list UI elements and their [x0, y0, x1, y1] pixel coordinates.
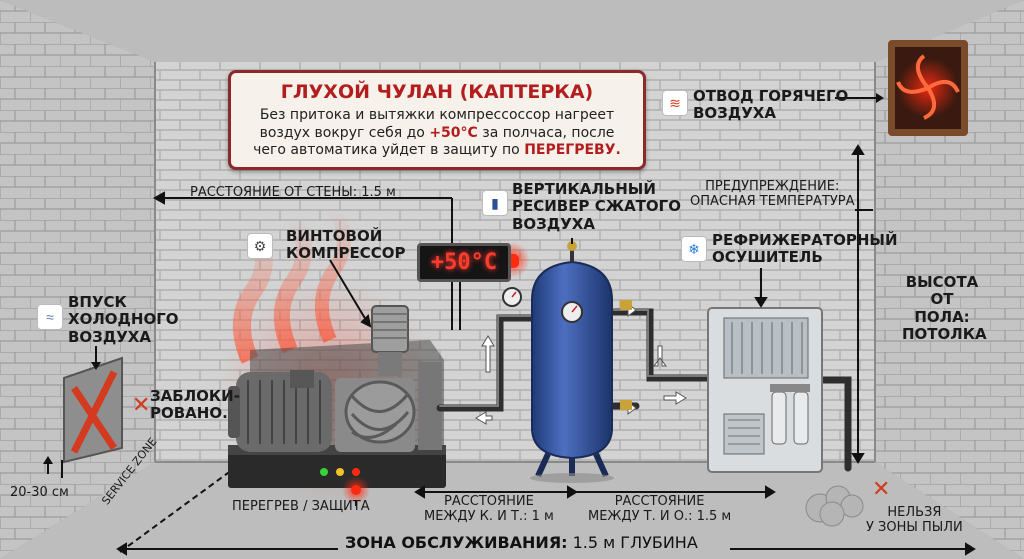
warning-line-2: ОПАСНАЯ ТЕМПЕРАТУРА	[690, 193, 855, 209]
distance-kt-label: РАССТОЯНИЕ МЕЖДУ К. И Т.: 1 м	[424, 494, 554, 525]
dryer-line-2: ОСУШИТЕЛЬ	[712, 248, 823, 267]
height-label: ВЫСОТА ОТ ПОЛА: ПОТОЛКА	[902, 273, 987, 343]
callout-description: Без притока и вытяжки компрессоссор нагр…	[243, 107, 631, 160]
dust-line-1: НЕЛЬЗЯ	[887, 505, 942, 520]
callout-line-2b: за полчаса, после	[477, 124, 615, 141]
receiver-line-1: ВЕРТИКАЛЬНЫЙ	[512, 180, 656, 198]
ceiling	[0, 0, 1024, 62]
hot-air-vent	[888, 40, 968, 136]
wall-distance-label: РАССТОЯНИЕ ОТ СТЕНЫ: 1.5 м	[190, 185, 396, 200]
service-zone-title: ЗОНА ОБСЛУЖИВАНИЯ:	[345, 533, 568, 552]
callout-title: ГЛУХОЙ ЧУЛАН (КАПТЕРКА)	[280, 81, 594, 103]
callout-line-2: воздух вокруг себя до +50°C за полчаса, …	[243, 125, 631, 143]
service-zone-value: 1.5 м ГЛУБИНА	[567, 533, 698, 552]
floor-height-label: 20-30 см	[10, 485, 69, 500]
warning-label: ПРЕДУПРЕЖДЕНИЕ: ОПАСНАЯ ТЕМПЕРАТУРА	[690, 179, 855, 210]
intake-line-2: ХОЛОДНОГО	[68, 310, 179, 329]
height-line-3: ПОТОЛКА	[902, 324, 987, 343]
distance-kt-line-1: РАССТОЯНИЕ	[443, 494, 534, 509]
intake-line-1: ВПУСК	[68, 293, 127, 311]
hot-air-label: ОТВОД ГОРЯЧЕГО ВОЗДУХА	[693, 87, 849, 123]
dust-line-2: У ЗОНЫ ПЫЛИ	[866, 519, 963, 535]
dryer-label: РЕФРИЖЕРАТОРНЫЙ ОСУШИТЕЛЬ	[712, 231, 898, 267]
screw-compressor-label: ВИНТОВОЙ КОМПРЕССОР	[286, 227, 406, 263]
heat-waves-icon: ≋	[662, 90, 688, 116]
blocked-intake	[63, 356, 123, 464]
callout-line-2a: воздух вокруг себя до	[259, 124, 430, 141]
blocked-label: ЗАБЛОКИ- РОВАНО.	[150, 387, 240, 423]
refrigerated-dryer	[707, 307, 823, 473]
blocked-line-1: ЗАБЛОКИ-	[150, 387, 240, 405]
warning-callout: ГЛУХОЙ ЧУЛАН (КАПТЕРКА) Без притока и вы…	[228, 70, 646, 170]
compressor-icon: ⚙	[247, 233, 273, 259]
service-zone-label: ЗОНА ОБСЛУЖИВАНИЯ: 1.5 м ГЛУБИНА	[345, 533, 698, 552]
right-wall	[875, 0, 1024, 559]
callout-line-2-highlight: +50°C	[429, 124, 478, 141]
tank-icon: ▮	[482, 190, 508, 216]
hot-air-line-2: ВОЗДУХА	[693, 104, 776, 123]
wind-icon: ≈	[37, 304, 63, 330]
dryer-line-1: РЕФРИЖЕРАТОРНЫЙ	[712, 231, 898, 249]
blocked-line-2: РОВАНО.	[150, 404, 228, 423]
dust-label: НЕЛЬЗЯ У ЗОНЫ ПЫЛИ	[866, 505, 963, 536]
hot-air-line-1: ОТВОД ГОРЯЧЕГО	[693, 87, 849, 105]
height-line-1: ВЫСОТА	[905, 273, 979, 291]
distance-to-line-2: МЕЖДУ Т. И О.: 1.5 м	[588, 508, 732, 524]
compressor	[228, 305, 446, 504]
intake-line-3: ВОЗДУХА	[68, 327, 151, 346]
distance-kt-line-2: МЕЖДУ К. И Т.: 1 м	[424, 508, 554, 524]
screw-compressor-line-2: КОМПРЕССОР	[286, 244, 406, 263]
svg-text:✕: ✕	[132, 393, 150, 418]
temperature-display: +50°C	[417, 243, 511, 282]
receiver-tank	[502, 241, 632, 483]
receiver-label: ВЕРТИКАЛЬНЫЙ РЕСИВЕР СЖАТОГО ВОЗДУХА	[512, 180, 681, 233]
receiver-line-3: ВОЗДУХА	[512, 214, 595, 233]
warning-line-1: ПРЕДУПРЕЖДЕНИЕ:	[705, 179, 840, 194]
callout-line-3a: чего автоматика уйдет в защиту по	[253, 142, 525, 158]
intake-label: ВПУСК ХОЛОДНОГО ВОЗДУХА	[68, 293, 179, 346]
height-line-2: ОТ ПОЛА:	[914, 290, 970, 326]
overheat-label: ПЕРЕГРЕВ / ЗАЩИТА	[232, 499, 370, 514]
callout-line-3: чего автоматика уйдет в защиту по ПЕРЕГР…	[243, 142, 631, 160]
distance-to-line-1: РАССТОЯНИЕ	[614, 494, 705, 509]
svg-text:✕: ✕	[872, 477, 890, 502]
callout-line-3-highlight: ПЕРЕГРЕВУ.	[524, 142, 621, 158]
distance-to-label: РАССТОЯНИЕ МЕЖДУ Т. И О.: 1.5 м	[588, 494, 732, 525]
snowflake-icon: ❄	[681, 236, 707, 262]
receiver-line-2: РЕСИВЕР СЖАТОГО	[512, 197, 681, 216]
dust-cloud	[805, 485, 864, 527]
callout-line-1: Без притока и вытяжки компрессоссор нагр…	[259, 107, 615, 123]
screw-compressor-line-1: ВИНТОВОЙ	[286, 227, 383, 245]
